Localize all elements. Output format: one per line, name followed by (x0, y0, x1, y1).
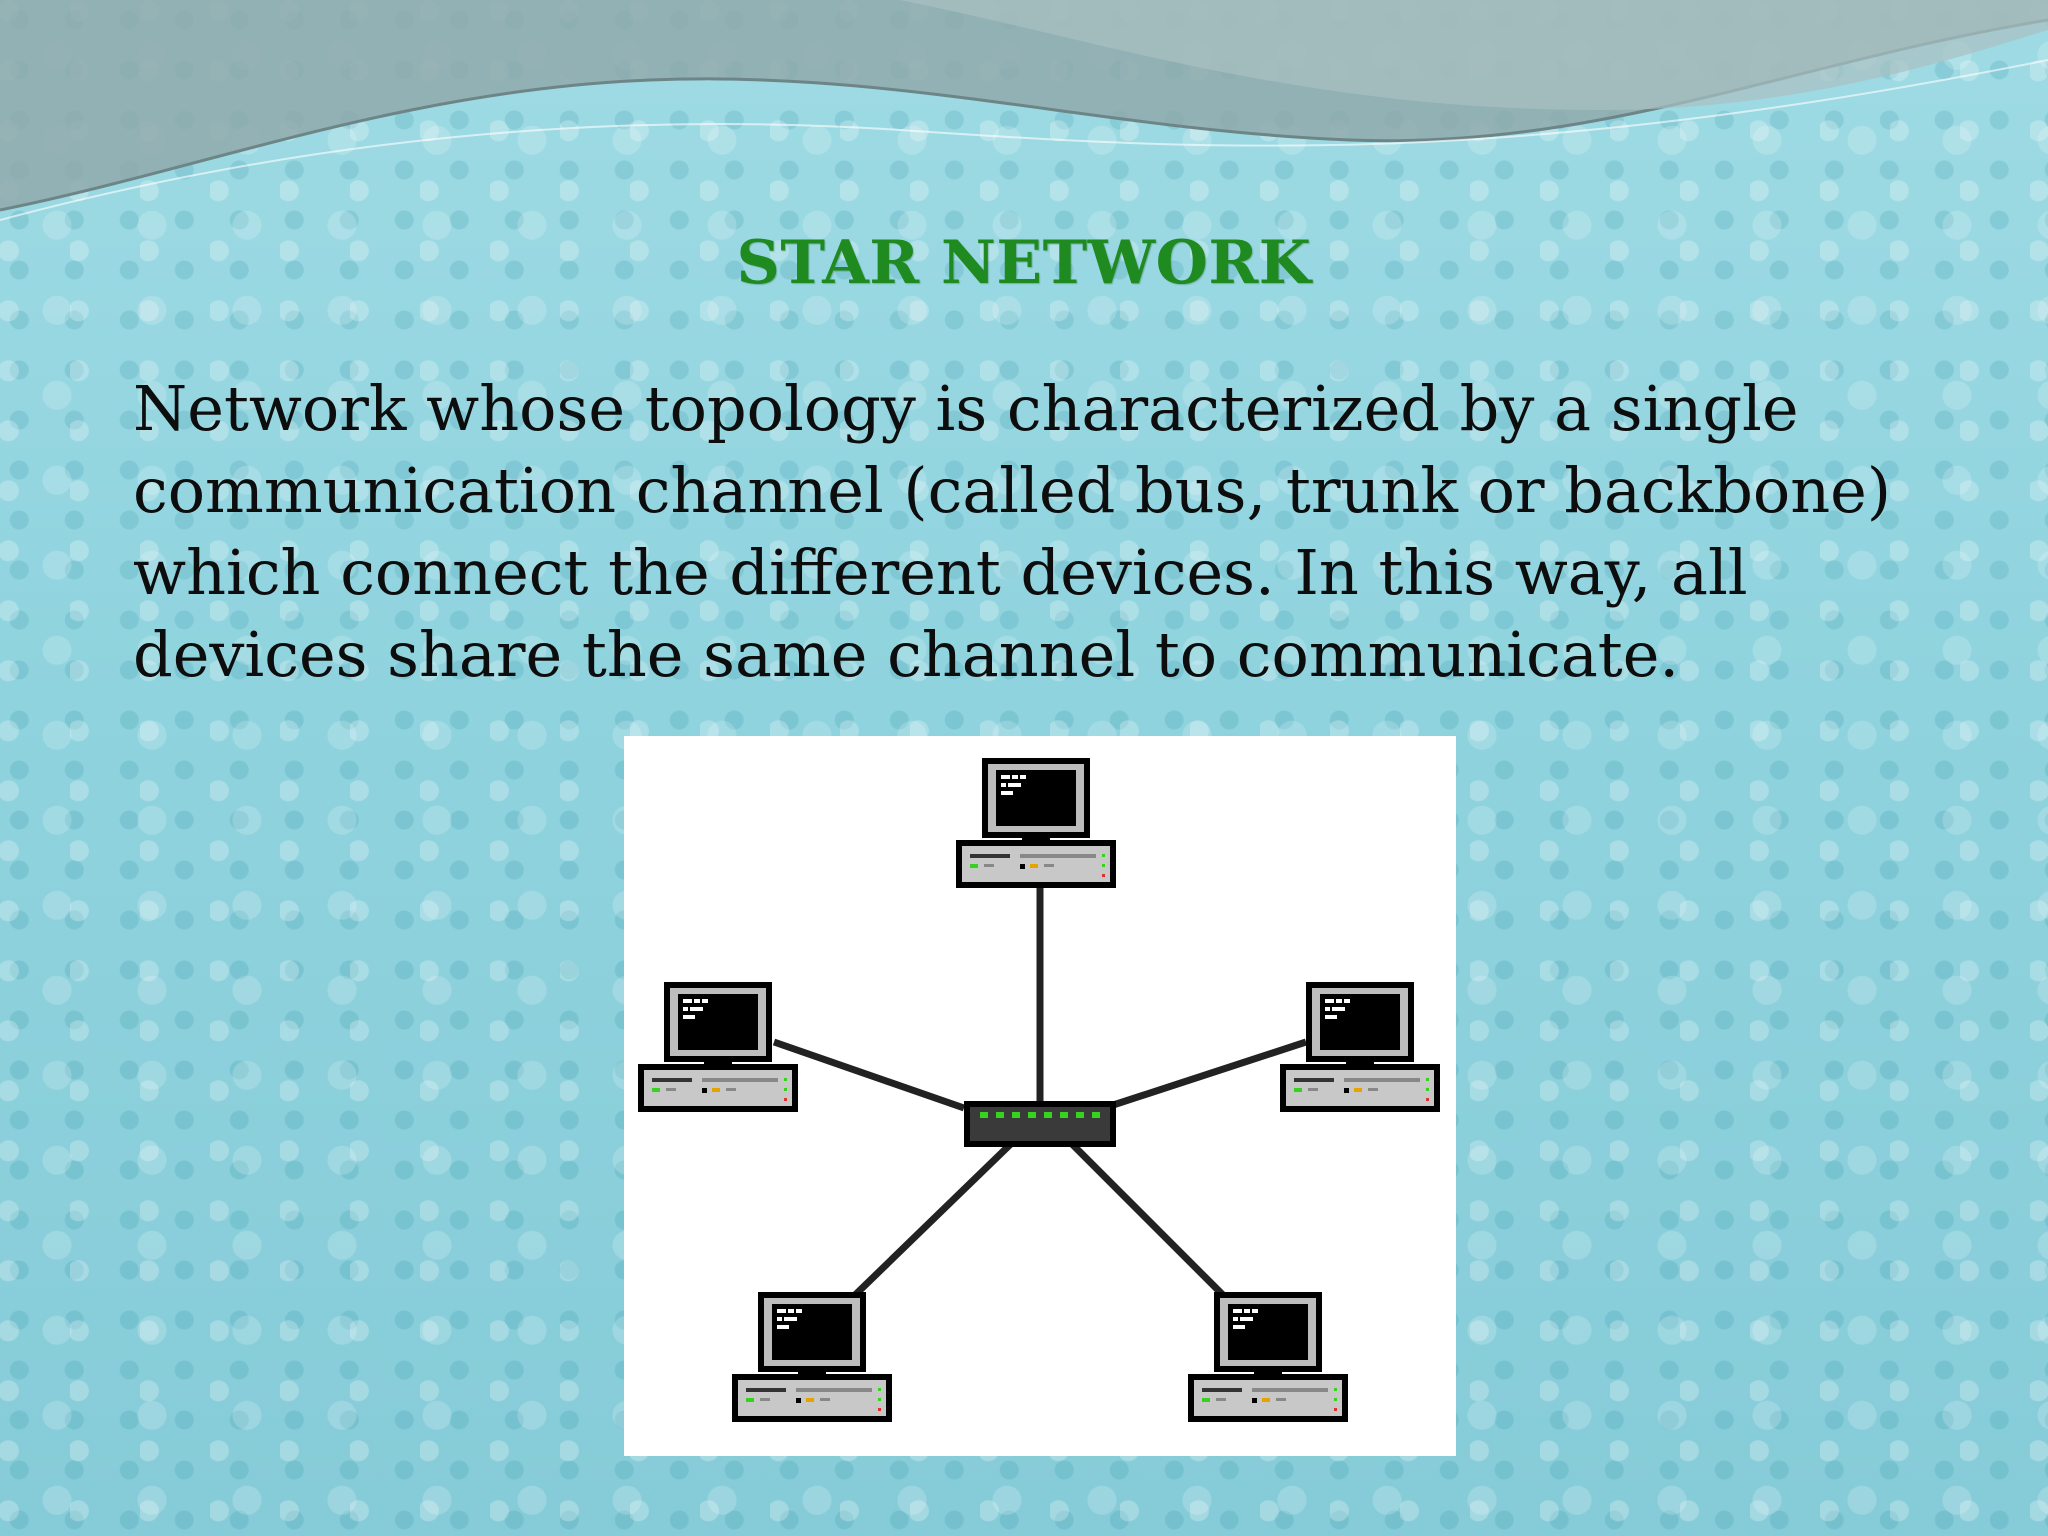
computer-bottom-right-icon (1188, 1292, 1348, 1422)
slide-body-text: Network whose topology is characterized … (133, 372, 1892, 691)
computer-top-icon (956, 758, 1116, 888)
link-left (772, 1038, 966, 1112)
link-bottom-right (1061, 1133, 1227, 1299)
link-bottom-left (851, 1133, 1022, 1299)
slide-title: STAR NETWORK (736, 228, 1312, 298)
computer-bottom-left-icon (732, 1292, 892, 1422)
computer-right-icon (1280, 982, 1440, 1112)
computer-left-icon (638, 982, 798, 1112)
link-right (1102, 1038, 1308, 1112)
star-network-svg (638, 758, 1440, 1422)
star-network-diagram (624, 736, 1456, 1456)
top-wave-decoration (0, 0, 2048, 221)
central-hub-icon (964, 1101, 1116, 1147)
